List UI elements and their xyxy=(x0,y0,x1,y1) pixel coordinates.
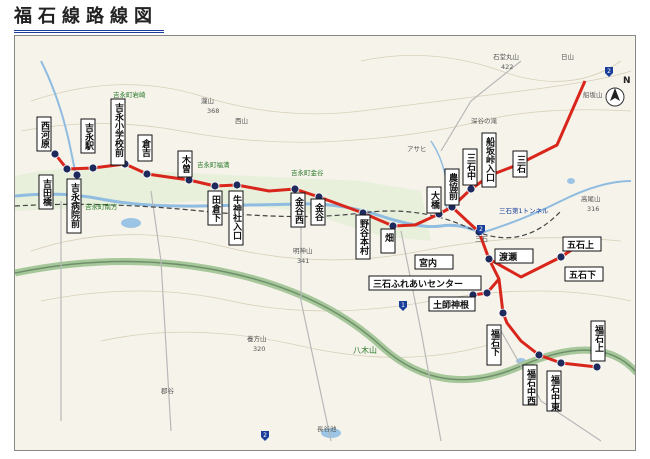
stop-label-nishigouhara: 西河原 xyxy=(39,121,50,149)
stop-label-kanayanishi: 金谷西 xyxy=(293,196,305,225)
map-title: 福石線路線図 xyxy=(14,6,158,27)
stop-marker-watase xyxy=(484,254,494,264)
stop-label-ohashi: 大橋 xyxy=(429,190,440,210)
place-ishidoumaruyama-elev: 422 xyxy=(501,63,513,71)
stop-label-watase: 渡瀬 xyxy=(499,251,517,263)
stop-labels: 西河原 吉田橋 吉永駅 吉永病院前 吉永小学校前 倉吉 木曽 田倉下 牛神社入口… xyxy=(36,98,606,412)
place-ishidoumaruyama: 石堂丸山 xyxy=(493,52,519,61)
road-shield-bottom xyxy=(261,431,269,441)
place-shin-tani: 深谷の滝 xyxy=(471,116,498,125)
stop-marker-fukuishi-shita xyxy=(498,308,508,318)
place-mitsuishi-tunnel: 三石第1トンネル xyxy=(499,206,549,215)
ponds xyxy=(121,178,575,438)
place-labels: 瀧山 368 吉永町岩崎 吉永町福満 吉永町金谷 吉永町南方 西山 明神山 34… xyxy=(85,52,603,433)
stop-label-yoshidabashi: 吉田橋 xyxy=(41,178,52,207)
roads xyxy=(60,60,602,442)
stop-marker-yoshidabashi xyxy=(62,164,72,174)
place-funasaka-yama: 船坂山 xyxy=(583,90,603,99)
stop-label-fukuishi-ue: 福石上 xyxy=(593,324,605,352)
stop-marker-tagurashita xyxy=(210,181,220,191)
road-shield-north-label: 2 xyxy=(607,68,611,75)
railway xyxy=(15,203,562,239)
stop-label-tagurashita: 田倉下 xyxy=(210,195,222,223)
stop-label-funasakatoge: 船坂峠入口 xyxy=(484,136,496,183)
place-yagiyama: 八木山 xyxy=(353,345,377,355)
stop-label-fukuishi-chunishi: 福石中西 xyxy=(525,368,537,406)
place-meijisan: 明神山 xyxy=(293,246,313,255)
place-takaoyama-elev: 316 xyxy=(587,205,599,213)
stop-label-kurasaki: 倉吉 xyxy=(140,138,152,158)
place-yoshinaga-fukuman: 吉永町福満 xyxy=(197,160,230,169)
stop-label-mitsuishi: 三石 xyxy=(515,155,527,174)
stop-marker-kanayanishi xyxy=(290,184,300,194)
stop-marker-yoshinaga-byoin xyxy=(72,170,82,180)
valley-area xyxy=(15,167,431,241)
stop-marker-fureai xyxy=(482,288,492,298)
road-shield-south xyxy=(399,301,407,311)
place-gunpo: 郡谷 xyxy=(161,386,175,395)
stop-marker-fukuishi-chunishi xyxy=(534,350,544,360)
stop-label-fukuishi-shita: 福石下 xyxy=(489,328,501,357)
road-shield-south-label: 1 xyxy=(401,302,405,309)
road-shield-mitsuishi xyxy=(477,225,485,235)
stop-marker-kurasaki xyxy=(142,169,152,179)
stop-marker-mitsuishi-chu xyxy=(466,184,476,194)
terrain-contours xyxy=(20,54,632,358)
stop-label-nokyomae: 農協前 xyxy=(447,172,458,201)
stop-marker-gyujinja xyxy=(232,180,242,190)
stop-label-yoshinaga-byoin: 吉永病院前 xyxy=(69,182,81,229)
stop-label-kanaya: 金谷 xyxy=(313,202,325,222)
stop-label-miyauchi: 宮内 xyxy=(419,257,437,269)
place-meijisan-elev: 341 xyxy=(297,257,309,265)
place-nagaike: 長谷池 xyxy=(317,424,337,433)
stop-label-goishi-ue: 五石上 xyxy=(567,239,594,251)
stop-label-yoshinaga-eki: 吉永駅 xyxy=(83,122,95,151)
place-asahi: アサヒ xyxy=(407,145,427,153)
north-label: N xyxy=(623,76,631,86)
place-mitsuishi-area: 三石 xyxy=(475,235,489,243)
place-nishiyama: 西山 xyxy=(235,116,248,125)
stop-label-fureai: 三石ふれあいセンター xyxy=(373,278,463,290)
stop-label-gyujinja: 牛神社入口 xyxy=(231,194,243,241)
road-shield-north xyxy=(605,67,613,77)
place-takiyama: 瀧山 xyxy=(201,96,214,105)
place-yasokatayama: 養方山 xyxy=(247,334,267,343)
stop-label-noyahonmura: 野谷本村 xyxy=(358,219,369,256)
place-yoshinaga-kanaya: 吉永町金谷 xyxy=(291,168,324,177)
title-underline xyxy=(14,30,164,33)
stop-marker-fukuishi-chuto xyxy=(556,358,566,368)
place-hiyama: 日山 xyxy=(561,52,574,61)
stop-label-mitsuishi-chu: 三石中 xyxy=(465,153,477,181)
route-map: 瀧山 368 吉永町岩崎 吉永町福満 吉永町金谷 吉永町南方 西山 明神山 34… xyxy=(14,35,636,451)
place-yoshinaga-iwasaki: 吉永町岩崎 xyxy=(113,90,146,99)
road-shield-bottom-label: 2 xyxy=(263,432,267,439)
stop-marker-nishigouhara xyxy=(50,149,60,159)
stop-marker-yoshinaga-eki xyxy=(88,163,98,173)
stop-marker-goishi-shita xyxy=(556,252,566,262)
map-background xyxy=(15,36,635,450)
north-arrow-icon: N xyxy=(605,76,631,107)
stop-marker-fukuishi-ue xyxy=(592,362,602,372)
stop-label-yoshinaga-shogakko: 吉永小学校前 xyxy=(113,102,125,158)
place-takiyama-elev: 368 xyxy=(207,107,219,115)
road-shields: 2 2 1 2 xyxy=(261,67,613,441)
stop-label-hashi-jinja: 土師神根 xyxy=(433,299,470,311)
place-takaoyama: 高尾山 xyxy=(581,194,601,203)
stop-label-fukuishi-chuto: 福石中東 xyxy=(549,374,561,412)
place-yasokatayama-elev: 320 xyxy=(253,345,265,353)
stop-label-hata: 畑 xyxy=(383,232,394,243)
place-yoshinaga-nanpo: 吉永町南方 xyxy=(85,202,118,211)
road-shield-mitsuishi-label: 2 xyxy=(479,226,483,233)
stop-label-goishi-shita: 五石下 xyxy=(569,270,596,281)
stop-label-kiso: 木曽 xyxy=(180,154,192,174)
